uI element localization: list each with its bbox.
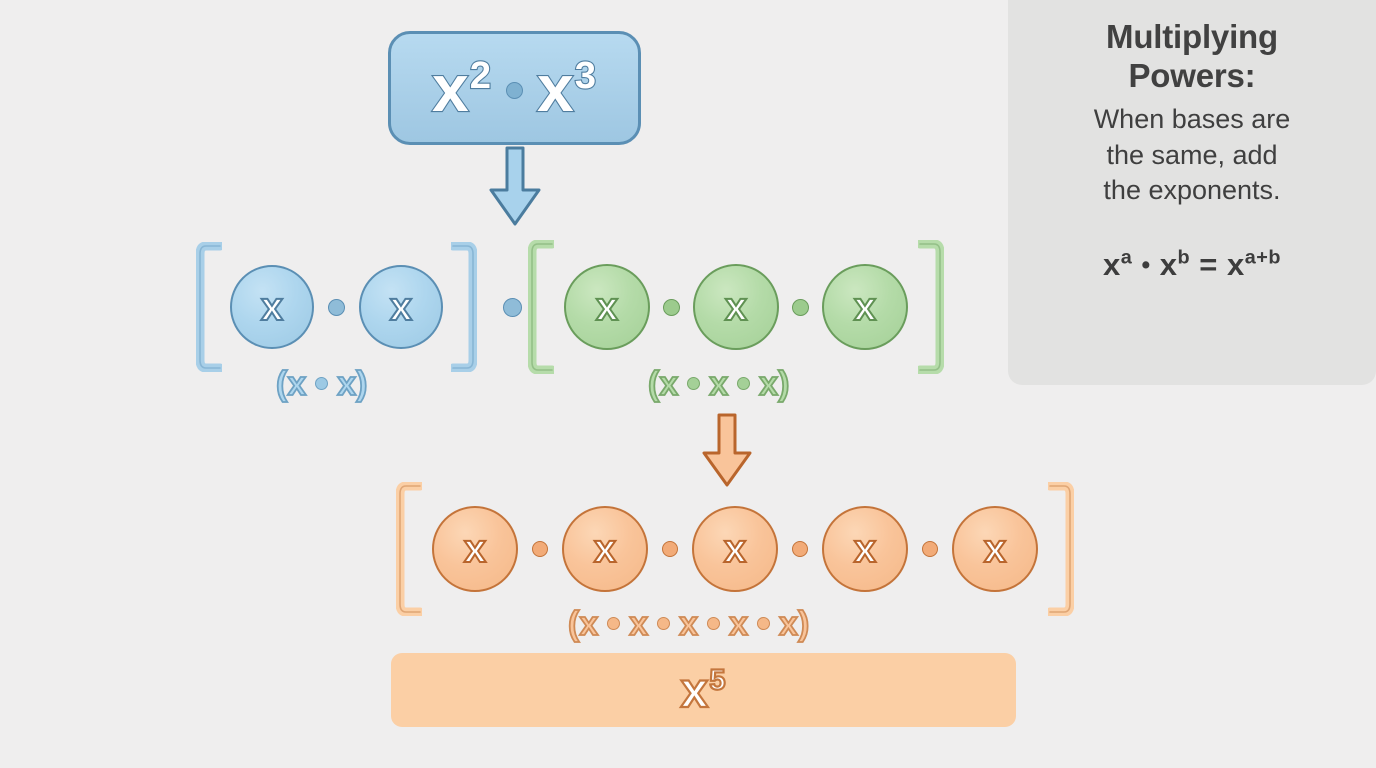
caption-factor: x <box>286 364 307 404</box>
x-cubed-expansion-group: x x x <box>528 240 944 374</box>
factor-separator-dot-icon <box>922 541 938 557</box>
factor-label: x <box>983 527 1007 571</box>
caption-factor: x <box>758 364 779 404</box>
factor-separator-dot-icon <box>328 298 345 316</box>
factor-token: x <box>432 506 518 592</box>
top-exponent-3: 3 <box>574 54 598 97</box>
combine-arrow <box>700 413 754 494</box>
multiplying-powers-info-panel: Multiplying Powers: When bases are the s… <box>1008 0 1376 385</box>
caption-factor: x <box>728 604 749 644</box>
caption-factor: x <box>778 604 799 644</box>
formula-base-2: x <box>1159 246 1178 282</box>
factor-label: x <box>389 285 413 329</box>
top-base-1: x <box>431 51 470 125</box>
caption-open-paren: ( <box>275 364 288 404</box>
bracket-open-blue <box>196 242 222 372</box>
formula-base-3: x <box>1226 246 1245 282</box>
caption-dot-icon <box>757 616 771 630</box>
info-body-line-3: the exponents. <box>1103 175 1281 206</box>
factor-separator-dot-icon <box>532 541 548 557</box>
orange-factor-list: x x x x x <box>432 506 1038 592</box>
factor-token: x <box>562 506 648 592</box>
caption-factor: x <box>336 364 357 404</box>
final-result-bar: x5 <box>391 653 1016 727</box>
factor-separator-dot-icon <box>662 541 678 557</box>
info-title-line-1: Multiplying <box>1106 18 1278 55</box>
blue-factor-list: x x <box>230 265 443 349</box>
caption-close-paren: ) <box>777 364 790 404</box>
formula-exponent-sum: a+b <box>1244 246 1281 269</box>
factor-label: x <box>260 285 284 329</box>
bracket-close-green <box>918 240 944 374</box>
caption-close-paren: ) <box>797 604 810 644</box>
factor-token: x <box>822 506 908 592</box>
multiplication-dot-icon <box>506 82 523 100</box>
bracket-close-orange <box>1048 482 1074 616</box>
caption-dot-icon <box>657 616 671 630</box>
formula-exponent-b: b <box>1177 246 1191 269</box>
caption-close-paren: ) <box>355 364 368 404</box>
caption-dot-icon <box>315 376 329 390</box>
power-rule-formula: xa • xb = xa+b <box>1030 247 1354 283</box>
factor-label: x <box>853 285 877 329</box>
caption-dot-icon <box>687 376 701 390</box>
info-body-line-1: When bases are <box>1093 103 1291 134</box>
factor-separator-dot-icon <box>663 298 680 316</box>
caption-dot-icon <box>607 616 621 630</box>
factor-label: x <box>853 527 877 571</box>
caption-factor: x <box>708 364 729 404</box>
info-title-line-2: Powers: <box>1128 56 1256 94</box>
result-base: x <box>679 662 710 718</box>
info-body-line-2: the same, add <box>1106 139 1278 170</box>
final-result-text: x5 <box>679 662 727 718</box>
info-panel-body: When bases are the same, add the exponen… <box>1030 102 1354 209</box>
caption-factor: x <box>628 604 649 644</box>
caption-factor: x <box>658 364 679 404</box>
top-base-2: x <box>536 51 575 125</box>
factor-token: x <box>822 264 908 350</box>
x-squared-expansion-group: x x <box>196 242 548 372</box>
combined-expansion-group: x x x x x <box>396 482 1074 616</box>
factor-separator-dot-icon <box>792 298 809 316</box>
caption-dot-icon <box>737 376 751 390</box>
formula-exponent-a: a <box>1120 246 1133 269</box>
green-factor-list: x x x <box>564 264 908 350</box>
factor-token: x <box>693 264 779 350</box>
caption-open-paren: ( <box>647 364 660 404</box>
factor-token: x <box>952 506 1038 592</box>
formula-operator: • <box>1141 251 1151 279</box>
groups-multiplication-dot-icon <box>503 297 522 317</box>
factor-token: x <box>359 265 443 349</box>
bracket-open-green <box>528 240 554 374</box>
bracket-close-blue <box>451 242 477 372</box>
caption-factor: x <box>678 604 699 644</box>
info-panel-title: Multiplying Powers: <box>1030 18 1354 96</box>
caption-dot-icon <box>707 616 721 630</box>
caption-open-paren: ( <box>567 604 580 644</box>
factor-separator-dot-icon <box>792 541 808 557</box>
factor-label: x <box>723 527 747 571</box>
factor-label: x <box>593 527 617 571</box>
factor-label: x <box>724 285 748 329</box>
expand-arrow <box>487 146 543 233</box>
result-exponent: 5 <box>708 664 727 697</box>
factor-label: x <box>595 285 619 329</box>
factor-token: x <box>692 506 778 592</box>
caption-factor: x <box>578 604 599 644</box>
factor-token: x <box>564 264 650 350</box>
top-exponent-2: 2 <box>469 54 493 97</box>
formula-base-1: x <box>1103 246 1121 282</box>
factor-label: x <box>463 527 487 571</box>
arrow-down-icon <box>489 146 541 226</box>
bracket-open-orange <box>396 482 422 616</box>
formula-equals-sign: = <box>1199 246 1218 282</box>
factor-token: x <box>230 265 314 349</box>
arrow-down-icon <box>702 413 752 487</box>
